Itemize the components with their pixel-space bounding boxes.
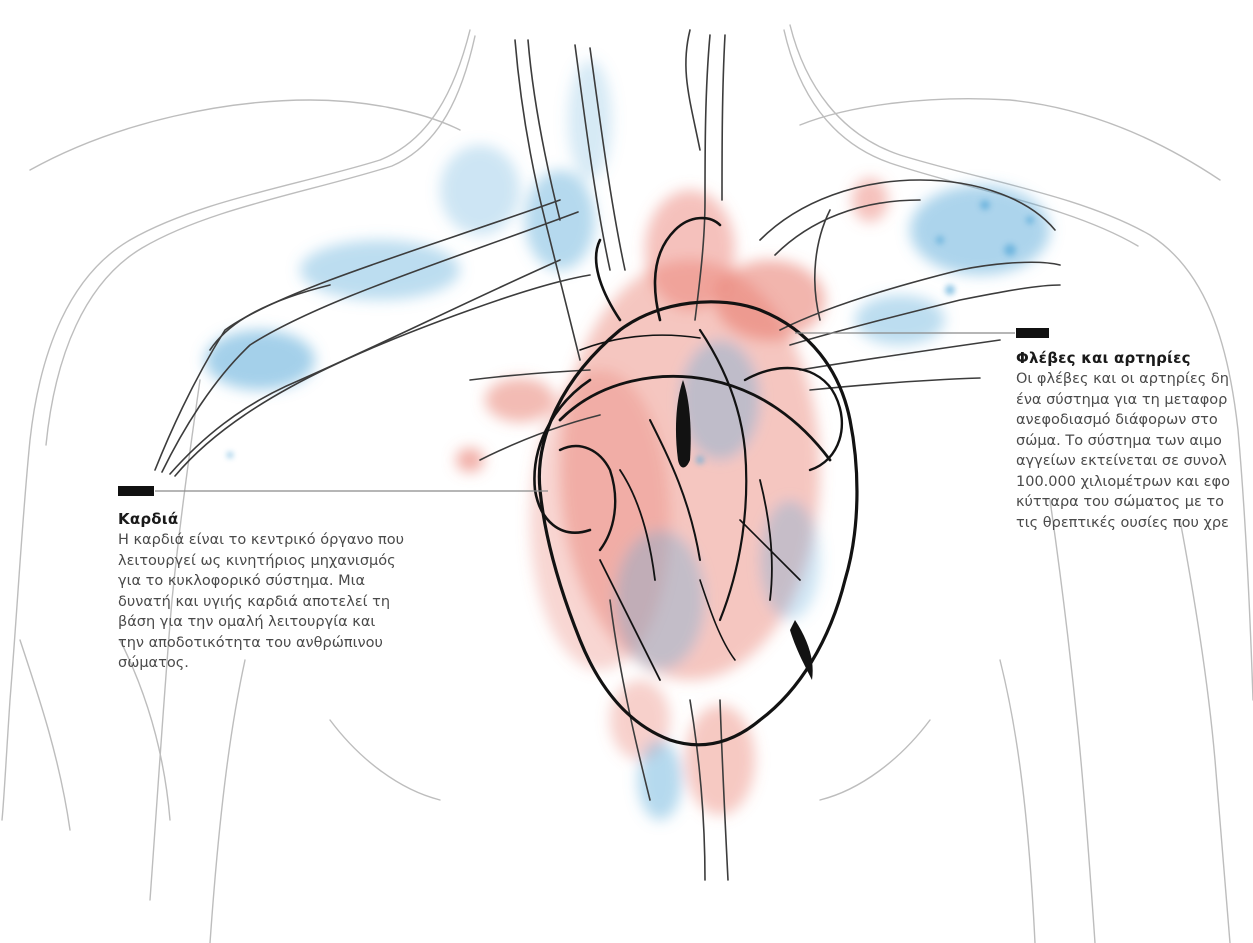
heart-callout-title: Καρδιά (118, 510, 448, 528)
vessels-callout-text: Οι φλέβες και οι αρτηρίες δη ένα σύστημα… (1016, 369, 1253, 533)
heart-callout-text: Η καρδιά είναι το κεντρικό όργανο που λε… (118, 530, 448, 674)
heart-leader-marker (118, 486, 154, 496)
vessels-callout: Φλέβες και αρτηρίες Οι φλέβες και οι αρτ… (1016, 349, 1253, 533)
heart-callout: Καρδιά Η καρδιά είναι το κεντρικό όργανο… (118, 510, 448, 674)
vessels-leader-marker (1016, 328, 1049, 338)
vessels-callout-title: Φλέβες και αρτηρίες (1016, 349, 1253, 367)
